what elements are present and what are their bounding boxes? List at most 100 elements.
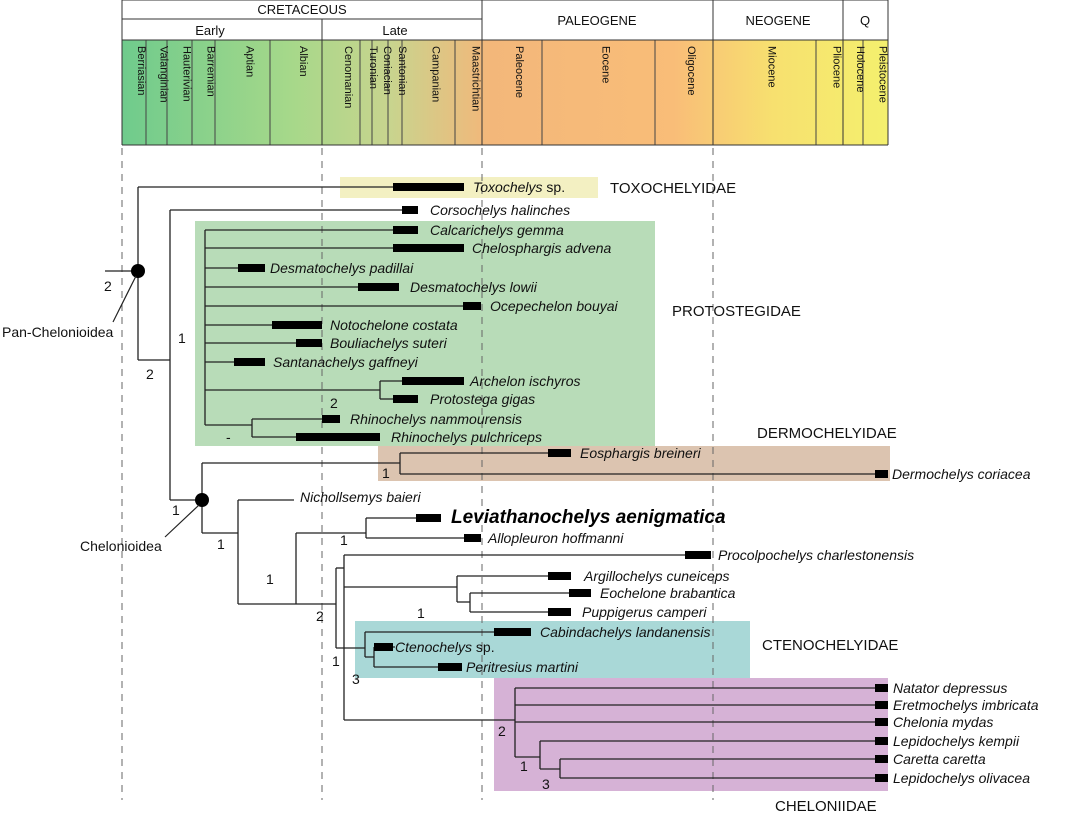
range-bar-toxochelys: [393, 183, 464, 191]
stage-label-oligocene: Oligocene: [685, 46, 697, 96]
stage-label-pliocene: Pliocene: [831, 46, 843, 88]
taxon-label-corsochelys-halinches: Corsochelys halinches: [430, 202, 570, 218]
range-bar-calcarichelys-gemma: [393, 226, 418, 234]
range-bar-cabindachelys-landanensis: [494, 628, 531, 636]
taxon-label-desmatochelys-padillai: Desmatochelys padillai: [270, 260, 414, 276]
support-value: 1: [172, 502, 180, 518]
range-bar-archelon-ischyros: [402, 377, 464, 385]
range-bar-chelonia-mydas: [875, 718, 888, 726]
stage-label-turonian: Turonian: [367, 46, 379, 89]
node-label-pan-chelonioidea: Pan-Chelonioidea: [2, 324, 114, 340]
support-value: 2: [316, 608, 324, 624]
taxon-label-puppigerus-camperi: Puppigerus camperi: [582, 604, 707, 620]
stage-label-miocene: Miocene: [766, 46, 778, 88]
family-label-cheloniidae: CHELONIIDAE: [775, 798, 877, 815]
range-bar-puppigerus-camperi: [548, 608, 571, 616]
stage-label-cenomanian: Cenomanian: [342, 46, 354, 108]
stage-label-santonian: Santonian: [396, 46, 408, 96]
range-bar-rhinochelys-pulchriceps: [296, 433, 380, 441]
taxon-label-natator-depressus: Natator depressus: [893, 680, 1007, 696]
range-bar-desmatochelys-lowii: [358, 283, 399, 291]
support-value: 1: [178, 330, 186, 346]
taxon-label-ctenochelys: Ctenochelys sp.: [395, 639, 495, 655]
taxon-label-caretta-caretta: Caretta caretta: [893, 751, 986, 767]
stage-label-paleocene: Paleocene: [513, 46, 525, 98]
taxon-label-santanachelys-gaffneyi: Santanachelys gaffneyi: [273, 354, 419, 370]
stage-label-holocene: Holocene: [854, 46, 866, 92]
protostegidae-box: [195, 221, 655, 446]
taxon-label-ocepechelon-bouyai: Ocepechelon bouyai: [490, 298, 619, 314]
taxon-label-dermochelys-coriacea: Dermochelys coriacea: [892, 466, 1031, 482]
period-label-paleogene: PALEOGENE: [557, 13, 637, 28]
range-bar-caretta-caretta: [875, 755, 888, 763]
epoch-label-late: Late: [382, 23, 407, 38]
node-pan-chelonioidea: [131, 264, 145, 278]
taxon-label-rhinochelys-pulchriceps: Rhinochelys pulchriceps: [391, 429, 542, 445]
taxon-label-peritresius-martini: Peritresius martini: [466, 659, 579, 675]
support-value: 1: [417, 605, 425, 621]
taxon-label-leviathanochelys-aenigmatica: Leviathanochelys aenigmatica: [451, 507, 726, 528]
taxon-labels: Toxochelys sp.Corsochelys halinchesCalca…: [270, 179, 1039, 786]
support-value: 2: [330, 395, 338, 411]
range-bar-dermochelys-coriacea: [875, 470, 888, 478]
range-bar-protostega-gigas: [393, 395, 418, 403]
support-value: 1: [520, 758, 528, 774]
cheloniidae-box: [494, 678, 888, 791]
stage-label-berriasian: Berriasian: [135, 46, 147, 96]
support-value: 2: [498, 723, 506, 739]
taxon-label-notochelone-costata: Notochelone costata: [330, 317, 458, 333]
ctenochelyidae-box: [355, 621, 750, 678]
taxon-label-toxochelys: Toxochelys sp.: [473, 179, 565, 195]
taxon-label-chelosphargis-advena: Chelosphargis advena: [472, 240, 612, 256]
range-bar-chelosphargis-advena: [393, 244, 464, 252]
range-bar-santanachelys-gaffneyi: [234, 358, 265, 366]
family-label-protostegidae: PROTOSTEGIDAE: [672, 303, 801, 320]
support-value: -: [226, 429, 231, 445]
family-label-dermochelyidae: DERMOCHELYIDAE: [757, 425, 897, 442]
range-bar-desmatochelys-padillai: [238, 264, 265, 272]
range-bar-eosphargis-breineri: [548, 449, 571, 457]
range-bar-argillochelys-cuneiceps: [548, 572, 571, 580]
taxon-label-lepidochelys-kempii: Lepidochelys kempii: [893, 733, 1020, 749]
taxon-label-desmatochelys-lowii: Desmatochelys lowii: [410, 279, 538, 295]
taxon-label-eochelone-brabantica: Eochelone brabantica: [600, 585, 736, 601]
taxon-label-protostega-gigas: Protostega gigas: [430, 391, 535, 407]
stage-label-campanian: Campanian: [430, 46, 442, 102]
timescale-stage-band: [122, 40, 888, 145]
range-bar-peritresius-martini: [438, 663, 462, 671]
range-bar-lepidochelys-olivacea: [875, 774, 888, 782]
period-label-cretaceous: CRETACEOUS: [257, 2, 347, 17]
dermochelyidae-box: [378, 446, 890, 481]
stage-label-eocene: Eocene: [600, 46, 612, 83]
range-bar-notochelone-costata: [272, 321, 322, 329]
stage-label-valanginian: Valanginian: [158, 46, 170, 103]
stage-label-albian: Albian: [297, 46, 309, 77]
taxon-label-argillochelys-cuneiceps: Argillochelys cuneiceps: [583, 568, 730, 584]
support-value: 1: [382, 465, 390, 481]
period-label-neogene: NEOGENE: [745, 13, 810, 28]
range-bar-leviathanochelys-aenigmatica: [416, 514, 441, 522]
family-label-ctenochelyidae: CTENOCHELYIDAE: [762, 637, 898, 654]
taxon-label-archelon-ischyros: Archelon ischyros: [469, 373, 581, 389]
toxochelyidae-box: [340, 177, 598, 198]
range-bar-lepidochelys-kempii: [875, 737, 888, 745]
support-value: 1: [332, 653, 340, 669]
taxon-label-bouliachelys-suteri: Bouliachelys suteri: [330, 335, 448, 351]
support-value: 3: [542, 776, 550, 792]
range-bar-eretmochelys-imbricata: [875, 701, 888, 709]
range-bar-rhinochelys-nammourensis: [322, 415, 340, 423]
stage-label-pleistocene: Pleistocene: [877, 46, 889, 103]
range-bar-natator-depressus: [875, 684, 888, 692]
taxon-label-procolpochelys-charlestonensis: Procolpochelys charlestonensis: [718, 547, 914, 563]
support-value: 2: [104, 278, 112, 294]
node-label-chelonioidea: Chelonioidea: [80, 538, 162, 554]
taxon-label-eosphargis-breineri: Eosphargis breineri: [580, 445, 702, 461]
range-bar-bouliachelys-suteri: [296, 339, 322, 347]
epoch-label-early: Early: [195, 23, 225, 38]
geologic-timescale: CRETACEOUS PALEOGENE NEOGENE Q Early Lat…: [121, 0, 889, 146]
support-value: 1: [340, 532, 348, 548]
